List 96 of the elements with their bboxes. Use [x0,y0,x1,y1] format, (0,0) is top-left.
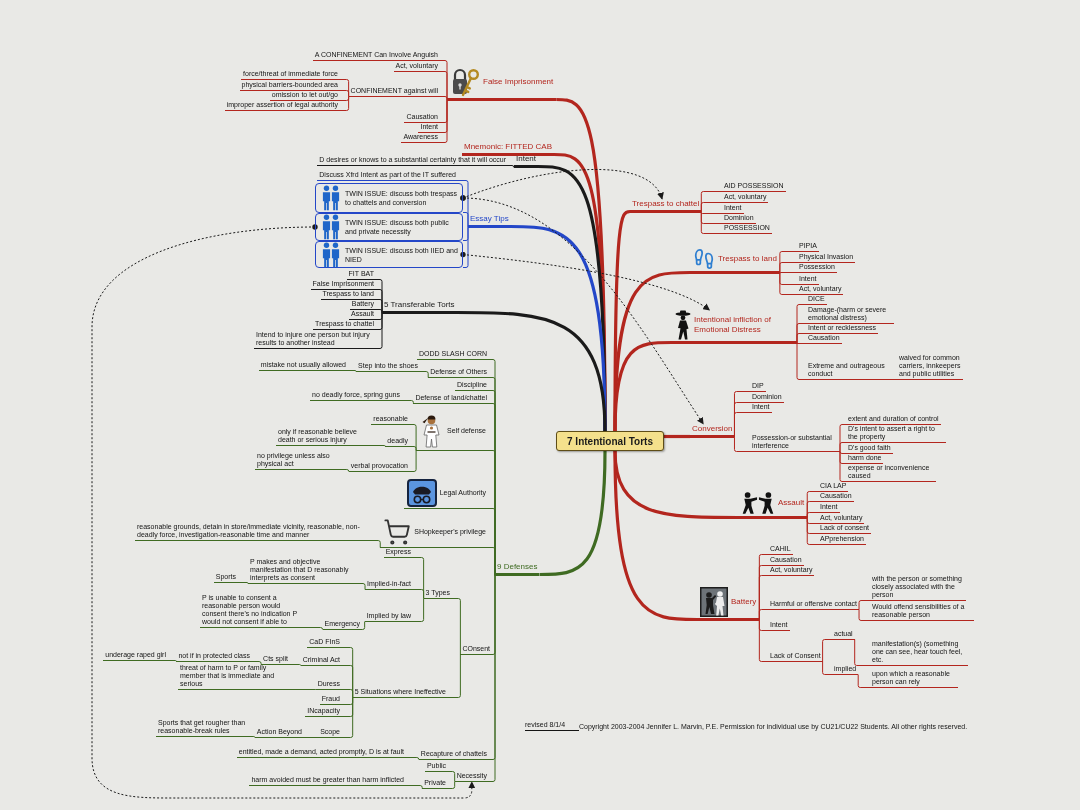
connector-line [439,96,448,101]
branch-topic: 9 Defenses [495,562,540,576]
connector-line [822,661,833,675]
connector-line [361,621,366,630]
connector-line [447,771,456,782]
branch-topic: Trespass to chattel [630,199,702,213]
branch-topic: Mnemonic: FITTED CAB [462,142,554,156]
subtopic [416,413,489,451]
branch-topic: Conversion [690,424,735,438]
connector-line [339,96,350,111]
connector-line [405,757,420,760]
connector-line [341,689,354,698]
connector-line [375,299,383,314]
branch-topic: Essay Tips [468,214,511,228]
connector-line [858,609,871,621]
connector-line [758,620,769,662]
connector-line [341,697,354,738]
branch-line [539,450,607,577]
connector-line [361,445,386,447]
branch-line [613,450,697,622]
connector-line [488,547,496,576]
branch-topic: Intent [514,154,538,168]
connector-line [447,781,456,789]
connector-line [439,71,448,101]
connector-line [796,343,807,380]
connector-line [439,100,448,143]
connector-line [462,227,469,268]
branch-topic: 5 Transferable Torts [382,300,457,314]
connector-line [733,437,751,452]
connector-line [412,598,425,622]
connector-line [507,165,515,168]
connector-line [839,451,847,482]
branch-topic-label: Intentional infliction of Emotional Distress [694,315,772,335]
connector-line [806,512,819,519]
connector-line [375,313,383,349]
connector-line [339,90,350,97]
connector-line [700,202,723,213]
branch-line [613,340,672,432]
connector-line [291,689,317,690]
connector-line [409,450,417,472]
connector-line [412,589,425,599]
tip-box [315,241,463,268]
branch-topic-label: False Imprisonment [483,77,554,87]
connector-line [779,272,798,274]
connector-line [700,212,723,214]
connector-line [303,627,324,630]
branch-topic-label: Battery [731,597,757,607]
connector-line [796,333,807,344]
branch-topic [447,67,557,101]
connector-line [375,309,383,314]
connector-line [462,212,469,228]
dotted-arrow [91,224,476,799]
branch-topic-label: Assault [778,498,805,508]
connector-line [167,660,177,662]
connector-line [891,379,898,380]
connector-line [289,664,302,666]
connector-line [758,609,769,621]
branch-topic-label: Trespass to land [718,254,777,264]
dotted-arrow [460,195,704,425]
connector-line [733,412,751,438]
branch-topic [738,491,808,519]
connector-line [251,736,256,738]
connector-line [839,442,847,452]
connector-line [401,400,414,404]
connector-line [409,446,417,451]
connector-line [451,598,461,655]
dotted-arrow [460,251,711,311]
branch-topic [697,587,760,621]
connector-line [857,674,871,688]
connector-line [359,583,366,590]
connector-line [405,785,423,789]
tip-box [315,213,463,241]
connector-line [796,343,807,344]
branch-topic [672,310,797,344]
branch-line [664,434,690,439]
connector-line [303,737,319,738]
connector-line [858,600,871,610]
connector-line [347,370,357,372]
branch-line [456,310,607,432]
connector-line [779,273,798,295]
connector-line [334,469,350,472]
subtopic [403,479,489,509]
connector-line [806,518,819,545]
connector-line [251,661,262,665]
connector-line [779,262,798,274]
connector-line [839,451,847,454]
subtopic [380,518,489,548]
connector-line [700,212,723,234]
connector-line [822,639,833,662]
central-topic-box: 7 Intentional Torts [556,431,664,451]
connector-line [237,582,249,584]
connector-line [374,540,381,548]
branch-topic [690,248,780,274]
connector-line [419,371,429,378]
connector-line [854,639,871,666]
tip-box [315,183,463,213]
